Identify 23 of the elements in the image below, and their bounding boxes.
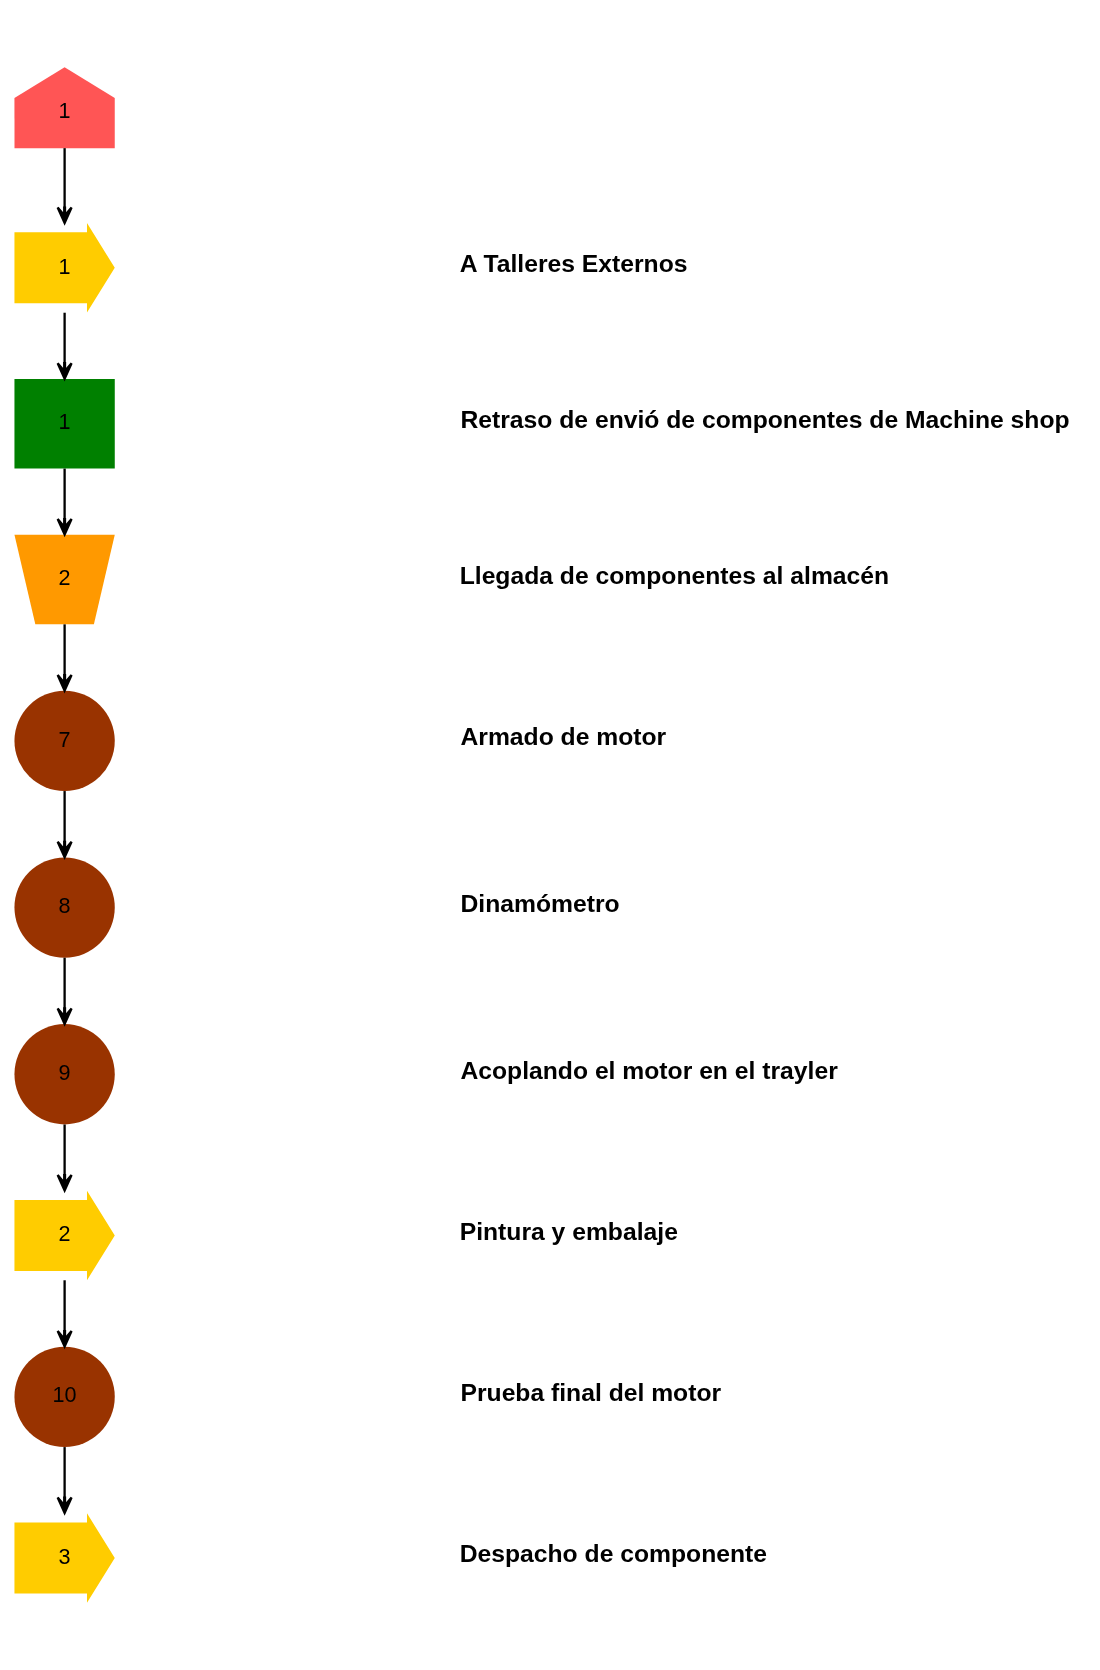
- node-circle: 8: [14, 857, 115, 958]
- label: Retraso de envió de componentes de Machine shop: [460, 406, 1070, 434]
- arrow: [56, 312, 73, 380]
- arrow: [56, 791, 73, 859]
- arrow: [56, 957, 73, 1026]
- label: Despacho de componente: [459, 1540, 767, 1568]
- node-circle: 10: [14, 1346, 115, 1447]
- arrow: [56, 1280, 73, 1348]
- node-circle: 9: [14, 1024, 115, 1125]
- label: Prueba final del motor: [460, 1379, 722, 1407]
- label: Acoplando el motor en el trayler: [460, 1056, 838, 1084]
- arrow: [56, 624, 73, 692]
- label: Llegada de componentes al almacén: [459, 561, 890, 589]
- label: Dinamómetro: [460, 889, 620, 917]
- node-circle: 7: [14, 690, 115, 791]
- label: Armado de motor: [460, 723, 667, 751]
- arrow: [56, 468, 73, 536]
- label: Pintura y embalaje: [459, 1217, 678, 1245]
- label: A Talleres Externos: [459, 250, 688, 278]
- arrow: [56, 148, 73, 225]
- arrow: [56, 1124, 73, 1192]
- node-box: 1: [14, 378, 115, 469]
- arrow: [56, 1447, 73, 1515]
